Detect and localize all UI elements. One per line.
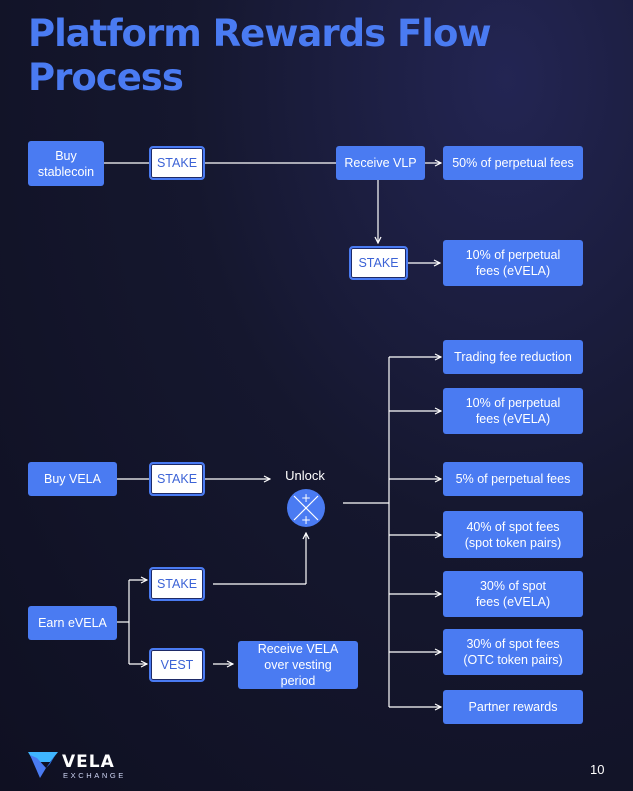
reward-box-1: Trading fee reduction bbox=[443, 340, 583, 374]
svg-text:+: + bbox=[301, 513, 311, 527]
stake-box-2: STAKE bbox=[349, 246, 408, 280]
buy-vela-box: Buy VELA bbox=[28, 462, 117, 496]
unlock-icon: + + bbox=[287, 489, 325, 527]
stake-box-1: STAKE bbox=[149, 146, 205, 180]
receive-vlp-box: Receive VLP bbox=[336, 146, 425, 180]
stake-box-4: STAKE bbox=[149, 567, 205, 601]
vela-logo-icon bbox=[28, 752, 58, 778]
earn-evela-box: Earn eVELA bbox=[28, 606, 117, 640]
reward-box-4: 40% of spot fees (spot token pairs) bbox=[443, 511, 583, 558]
unlock-label: Unlock bbox=[285, 468, 325, 483]
page-number: 10 bbox=[590, 762, 605, 777]
logo-subtitle: EXCHANGE bbox=[63, 771, 126, 780]
vest-box: VEST bbox=[149, 648, 205, 682]
reward-box-2: 10% of perpetual fees (eVELA) bbox=[443, 388, 583, 434]
receive-vela-box: Receive VELA over vesting period bbox=[238, 641, 358, 689]
logo-name: VELA bbox=[62, 752, 115, 772]
reward-box-6: 30% of spot fees (OTC token pairs) bbox=[443, 629, 583, 675]
buy-stablecoin-box: Buy stablecoin bbox=[28, 141, 104, 186]
reward-box-5: 30% of spot fees (eVELA) bbox=[443, 571, 583, 617]
reward-box-7: Partner rewards bbox=[443, 690, 583, 724]
reward-box-3: 5% of perpetual fees bbox=[443, 462, 583, 496]
perpetual-fees-10-evela-box: 10% of perpetual fees (eVELA) bbox=[443, 240, 583, 286]
page-title: Platform Rewards Flow Process bbox=[28, 12, 492, 99]
svg-text:+: + bbox=[301, 491, 311, 505]
stake-box-3: STAKE bbox=[149, 462, 205, 496]
perpetual-fees-50-box: 50% of perpetual fees bbox=[443, 146, 583, 180]
